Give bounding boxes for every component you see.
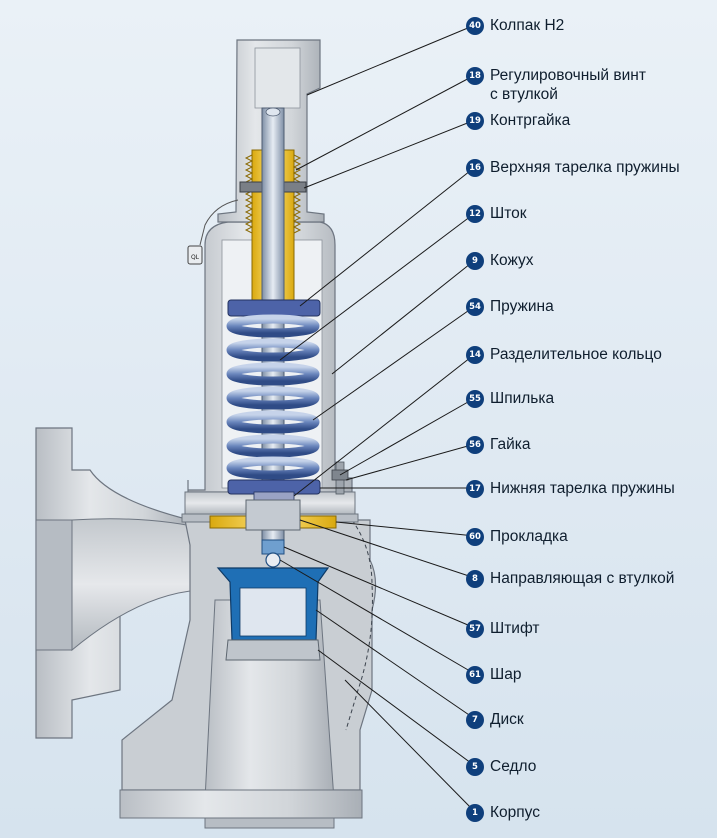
callout-label: Шар [490,666,522,683]
callout-guide: 8 Направляющая с втулкой [466,569,674,588]
callout-gasket: 60 Прокладка [466,527,568,546]
callout-number-badge: 40 [466,17,484,35]
leader-5 [317,649,476,767]
callout-label: Регулировочный винт с втулкой [490,67,646,103]
callout-label: Шпилька [490,390,555,407]
callout-disc: 7 Диск [466,710,524,729]
callout-label: Верхняя тарелка пружины [490,159,680,176]
callout-label: Нижняя тарелка пружины [490,480,675,497]
callout-number-badge: 19 [466,112,484,130]
callout-label: Седло [490,758,537,775]
seat [225,639,321,661]
spring [226,314,320,480]
callout-ball: 61 Шар [466,665,521,684]
leader-55 [339,397,476,476]
leader-16 [299,166,476,307]
callout-number-badge: 5 [466,758,484,776]
callout-number-badge: 56 [466,436,484,454]
leader-40 [306,24,476,96]
leader-7 [315,609,476,720]
callout-number-badge: 18 [466,67,484,85]
callout-label: Контргайка [490,112,571,129]
leader-8 [299,519,476,579]
callout-number-badge: 54 [466,298,484,316]
callout-spring: 54 Пружина [466,297,554,316]
callout-pin: 57 Штифт [466,619,539,638]
guide [245,499,301,531]
callout-number-badge: 60 [466,528,484,546]
callout-separating-ring: 14 Разделительное кольцо [466,345,662,364]
callout-seat: 5 Седло [466,757,536,776]
leader-12 [279,212,476,361]
leader-61 [279,559,476,675]
leader-14 [293,353,476,497]
callout-cap-h2: 40 Колпак H2 [466,16,564,35]
seal-tag: QL [187,199,239,265]
callout-number-badge: 12 [466,205,484,223]
callout-number-badge: 8 [466,570,484,588]
separating-ring [253,491,295,501]
leader-1 [344,679,476,813]
callout-locknut: 19 Контргайка [466,111,570,130]
callout-label: Разделительное кольцо [490,346,662,363]
callout-number-badge: 9 [466,252,484,270]
callout-label: Направляющая с втулкой [490,570,675,587]
callout-number-badge: 17 [466,480,484,498]
callout-label: Колпак H2 [490,17,565,34]
pin [261,539,285,555]
callout-number-badge: 1 [466,804,484,822]
callout-label: Штифт [490,620,540,637]
callout-bonnet: 9 Кожух [466,251,534,270]
leader-9 [331,259,476,375]
callout-number-badge: 57 [466,620,484,638]
leader-18 [295,74,476,171]
callout-label: Пружина [490,298,554,315]
leader-56 [345,443,476,481]
callout-number-badge: 14 [466,346,484,364]
stem-top [265,107,281,117]
callout-label: Гайка [490,436,531,453]
callout-label: Кожух [490,252,534,269]
ball [265,552,281,568]
callout-stem: 12 Шток [466,204,527,223]
leader-57 [283,546,476,629]
leader-54 [312,305,476,421]
callout-body: 1 Корпус [466,803,540,822]
callout-nut: 56 Гайка [466,435,531,454]
callout-label: Прокладка [490,528,568,545]
leader-19 [303,119,476,189]
callout-number-badge: 61 [466,666,484,684]
callout-label: Шток [490,205,527,222]
callout-number-badge: 16 [466,159,484,177]
callout-adjusting-screw: 18 Регулировочный винт с втулкой [466,66,646,104]
callout-lower-spring-plate: 17 Нижняя тарелка пружины [466,479,675,498]
callout-upper-spring-plate: 16 Верхняя тарелка пружины [466,158,680,177]
leader-lines [279,24,476,813]
seal-tag-text: QL [191,254,200,261]
leader-60 [335,521,476,537]
callout-label: Корпус [490,804,540,821]
callout-number-badge: 7 [466,711,484,729]
callout-number-badge: 55 [466,390,484,408]
callout-stud: 55 Шпилька [466,389,554,408]
upper-spring-plate [227,299,321,317]
callout-label: Диск [490,711,524,728]
